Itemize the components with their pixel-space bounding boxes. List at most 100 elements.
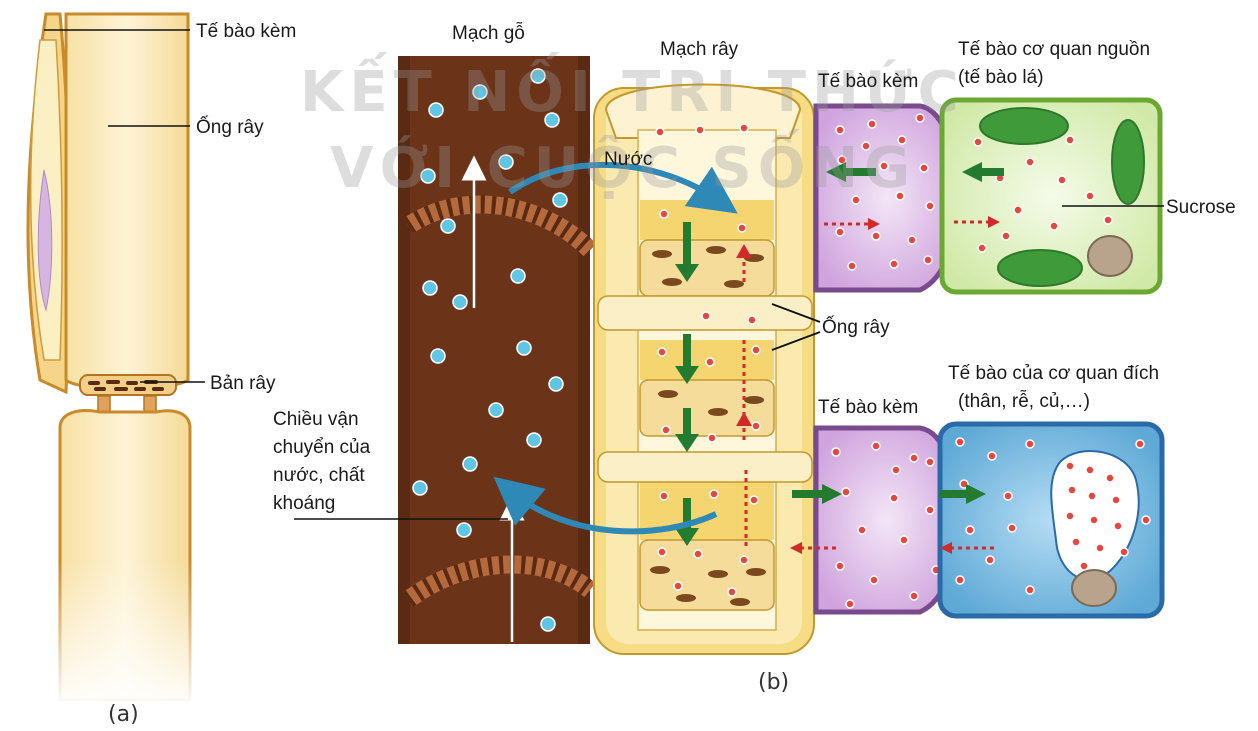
caption-b: (b) — [758, 670, 789, 695]
sucrose-molecule — [1014, 206, 1022, 214]
sucrose-molecule — [926, 202, 934, 210]
sucrose-molecule — [836, 228, 844, 236]
sucrose-molecule — [920, 164, 928, 172]
sucrose-molecule — [1008, 524, 1016, 532]
label-companion-cell-top: Tế bào kèm — [818, 72, 918, 91]
sucrose-molecule — [966, 526, 974, 534]
sucrose-molecule — [892, 466, 900, 474]
water-molecule — [511, 269, 525, 283]
label-companion-cell-a: Tế bào kèm — [196, 22, 296, 41]
sink-organ-cell — [940, 424, 1162, 616]
label-sink-cell-line2: (thân, rễ, củ,…) — [958, 392, 1090, 411]
water-molecule — [549, 377, 563, 391]
sucrose-molecule — [832, 448, 840, 456]
sucrose-molecule — [702, 312, 710, 320]
sucrose-molecule — [1114, 522, 1122, 530]
sucrose-molecule — [660, 492, 668, 500]
label-phloem: Mạch rây — [660, 40, 738, 59]
sucrose-molecule — [748, 316, 756, 324]
sucrose-molecule — [1142, 516, 1150, 524]
watermark-line1: KẾT NỐI TRI THỨC — [300, 60, 965, 125]
sucrose-molecule — [1026, 158, 1034, 166]
sucrose-molecule — [890, 260, 898, 268]
label-sink-cell-line1: Tế bào của cơ quan đích — [948, 364, 1159, 383]
label-transport-line1: Chiều vận — [273, 410, 359, 429]
sucrose-molecule — [696, 126, 704, 134]
sucrose-molecule — [924, 256, 932, 264]
sucrose-molecule — [848, 262, 856, 270]
sucrose-molecule — [1090, 516, 1098, 524]
sucrose-molecule — [836, 126, 844, 134]
sucrose-molecule — [836, 562, 844, 570]
label-transport-line2: chuyển của — [273, 438, 370, 457]
source-leaf-cell — [942, 100, 1164, 292]
water-molecule — [441, 219, 455, 233]
sucrose-molecule — [1086, 466, 1094, 474]
sucrose-molecule — [694, 550, 702, 558]
sucrose-molecule — [656, 128, 664, 136]
sieve-tube-upper — [66, 14, 188, 389]
sucrose-molecule — [706, 358, 714, 366]
sucrose-molecule — [858, 526, 866, 534]
sucrose-molecule — [1002, 232, 1010, 240]
sucrose-molecule — [1088, 492, 1096, 500]
sucrose-molecule — [1096, 544, 1104, 552]
sucrose-molecule — [956, 438, 964, 446]
water-molecule — [527, 433, 541, 447]
label-transport-line4: khoáng — [273, 494, 335, 513]
water-molecule — [423, 281, 437, 295]
sucrose-molecule — [926, 458, 934, 466]
sucrose-molecule — [1136, 440, 1144, 448]
sucrose-molecule — [1120, 548, 1128, 556]
sucrose-molecule — [1112, 496, 1120, 504]
sucrose-molecule — [662, 426, 670, 434]
sucrose-molecule — [974, 138, 982, 146]
sucrose-molecule — [926, 506, 934, 514]
water-molecule — [413, 481, 427, 495]
sucrose-molecule — [1080, 562, 1088, 570]
label-companion-cell-bottom: Tế bào kèm — [818, 398, 918, 417]
water-molecule — [517, 341, 531, 355]
label-xylem: Mạch gỗ — [452, 24, 525, 43]
companion-cell-bottom — [816, 428, 958, 612]
sucrose-molecule — [988, 452, 996, 460]
sucrose-molecule — [978, 244, 986, 252]
sucrose-molecule — [890, 494, 898, 502]
label-sieve-tube-a: Ống rây — [196, 118, 264, 137]
label-transport-line3: nước, chất — [273, 466, 365, 485]
sucrose-molecule — [1072, 538, 1080, 546]
sucrose-molecule — [846, 600, 854, 608]
sucrose-molecule — [750, 496, 758, 504]
sucrose-molecule — [900, 536, 908, 544]
sucrose-molecule — [1086, 192, 1094, 200]
sucrose-molecule — [1026, 440, 1034, 448]
water-molecule — [431, 349, 445, 363]
sucrose-molecule — [1026, 586, 1034, 594]
sucrose-molecule — [1058, 176, 1066, 184]
sucrose-molecule — [1066, 512, 1074, 520]
sucrose-molecule — [870, 576, 878, 584]
sucrose-molecule — [738, 224, 746, 232]
panel-a — [28, 14, 210, 710]
sucrose-molecule — [910, 592, 918, 600]
sucrose-molecule — [708, 434, 716, 442]
water-molecule — [541, 617, 555, 631]
sucrose-molecule — [1066, 462, 1074, 470]
sucrose-molecule — [710, 490, 718, 498]
sucrose-molecule — [658, 548, 666, 556]
sucrose-molecule — [660, 210, 668, 218]
label-sieve-plate-a: Bản rây — [210, 374, 275, 393]
sucrose-molecule — [956, 576, 964, 584]
water-molecule — [453, 295, 467, 309]
sucrose-molecule — [728, 588, 736, 596]
sucrose-molecule — [842, 488, 850, 496]
sucrose-molecule — [1050, 222, 1058, 230]
sucrose-molecule — [1066, 136, 1074, 144]
sucrose-molecule — [986, 556, 994, 564]
sucrose-molecule — [908, 236, 916, 244]
sucrose-molecule — [872, 232, 880, 240]
label-source-cell-line2: (tế bào lá) — [958, 68, 1044, 87]
label-sucrose: Sucrose — [1166, 198, 1236, 217]
water-molecule — [463, 457, 477, 471]
sucrose-molecule — [910, 454, 918, 462]
